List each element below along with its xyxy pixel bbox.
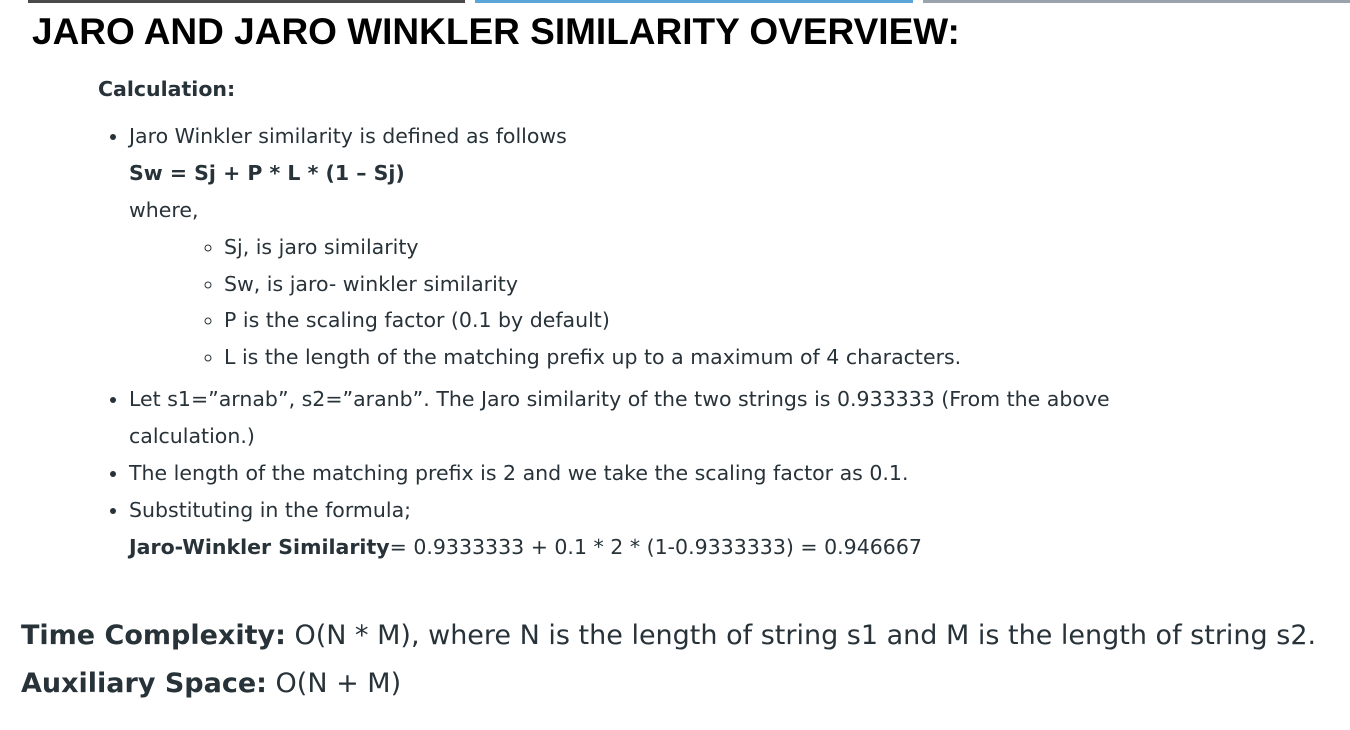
definition-item: Sw, is jaro- winkler similarity (224, 266, 1298, 303)
formula: Sw = Sj + P * L * (1 – Sj) (129, 161, 405, 185)
calculation-heading: Calculation: (98, 77, 236, 101)
time-complexity-value: O(N * M), where N is the length of strin… (285, 620, 1317, 651)
definition-item: P is the scaling factor (0.1 by default) (224, 302, 1298, 339)
auxiliary-space-label: Auxiliary Space: (21, 668, 267, 699)
definition-item: L is the length of the matching prefix u… (224, 339, 1298, 376)
calculation-section: Calculation: Jaro Winkler similarity is … (98, 72, 1298, 566)
top-divider-middle (475, 0, 913, 3)
definition-text: Jaro Winkler similarity is defined as fo… (129, 124, 567, 148)
time-complexity-label: Time Complexity: (21, 620, 286, 651)
list-item-prefix: The length of the matching prefix is 2 a… (129, 455, 1298, 492)
list-item-example: Let s1=”arnab”, s2=”aranb”. The Jaro sim… (129, 381, 1139, 455)
top-divider-left (28, 0, 465, 3)
time-complexity-line: Time Complexity: O(N * M), where N is th… (21, 612, 1316, 660)
substitution-text: Substituting in the formula; (129, 498, 412, 522)
page-title: JARO AND JARO WINKLER SIMILARITY OVERVIE… (32, 11, 960, 52)
jw-result-label: Jaro-Winkler Similarity (129, 535, 390, 559)
complexity-section: Time Complexity: O(N * M), where N is th… (21, 612, 1316, 708)
jw-result-line: Jaro-Winkler Similarity= 0.9333333 + 0.1… (129, 529, 1298, 566)
where-label: where, (129, 198, 199, 222)
list-item-definition: Jaro Winkler similarity is defined as fo… (129, 118, 1298, 381)
auxiliary-space-value: O(N + M) (266, 668, 402, 699)
definition-item: Sj, is jaro similarity (224, 229, 1298, 266)
calculation-list: Jaro Winkler similarity is defined as fo… (98, 118, 1298, 566)
jw-result-value: = 0.9333333 + 0.1 * 2 * (1-0.9333333) = … (389, 535, 922, 559)
auxiliary-space-line: Auxiliary Space: O(N + M) (21, 660, 1316, 708)
top-divider-right (923, 0, 1350, 3)
definitions-list: Sj, is jaro similarity Sw, is jaro- wink… (129, 229, 1298, 375)
list-item-substitution: Substituting in the formula; Jaro-Winkle… (129, 492, 1298, 566)
